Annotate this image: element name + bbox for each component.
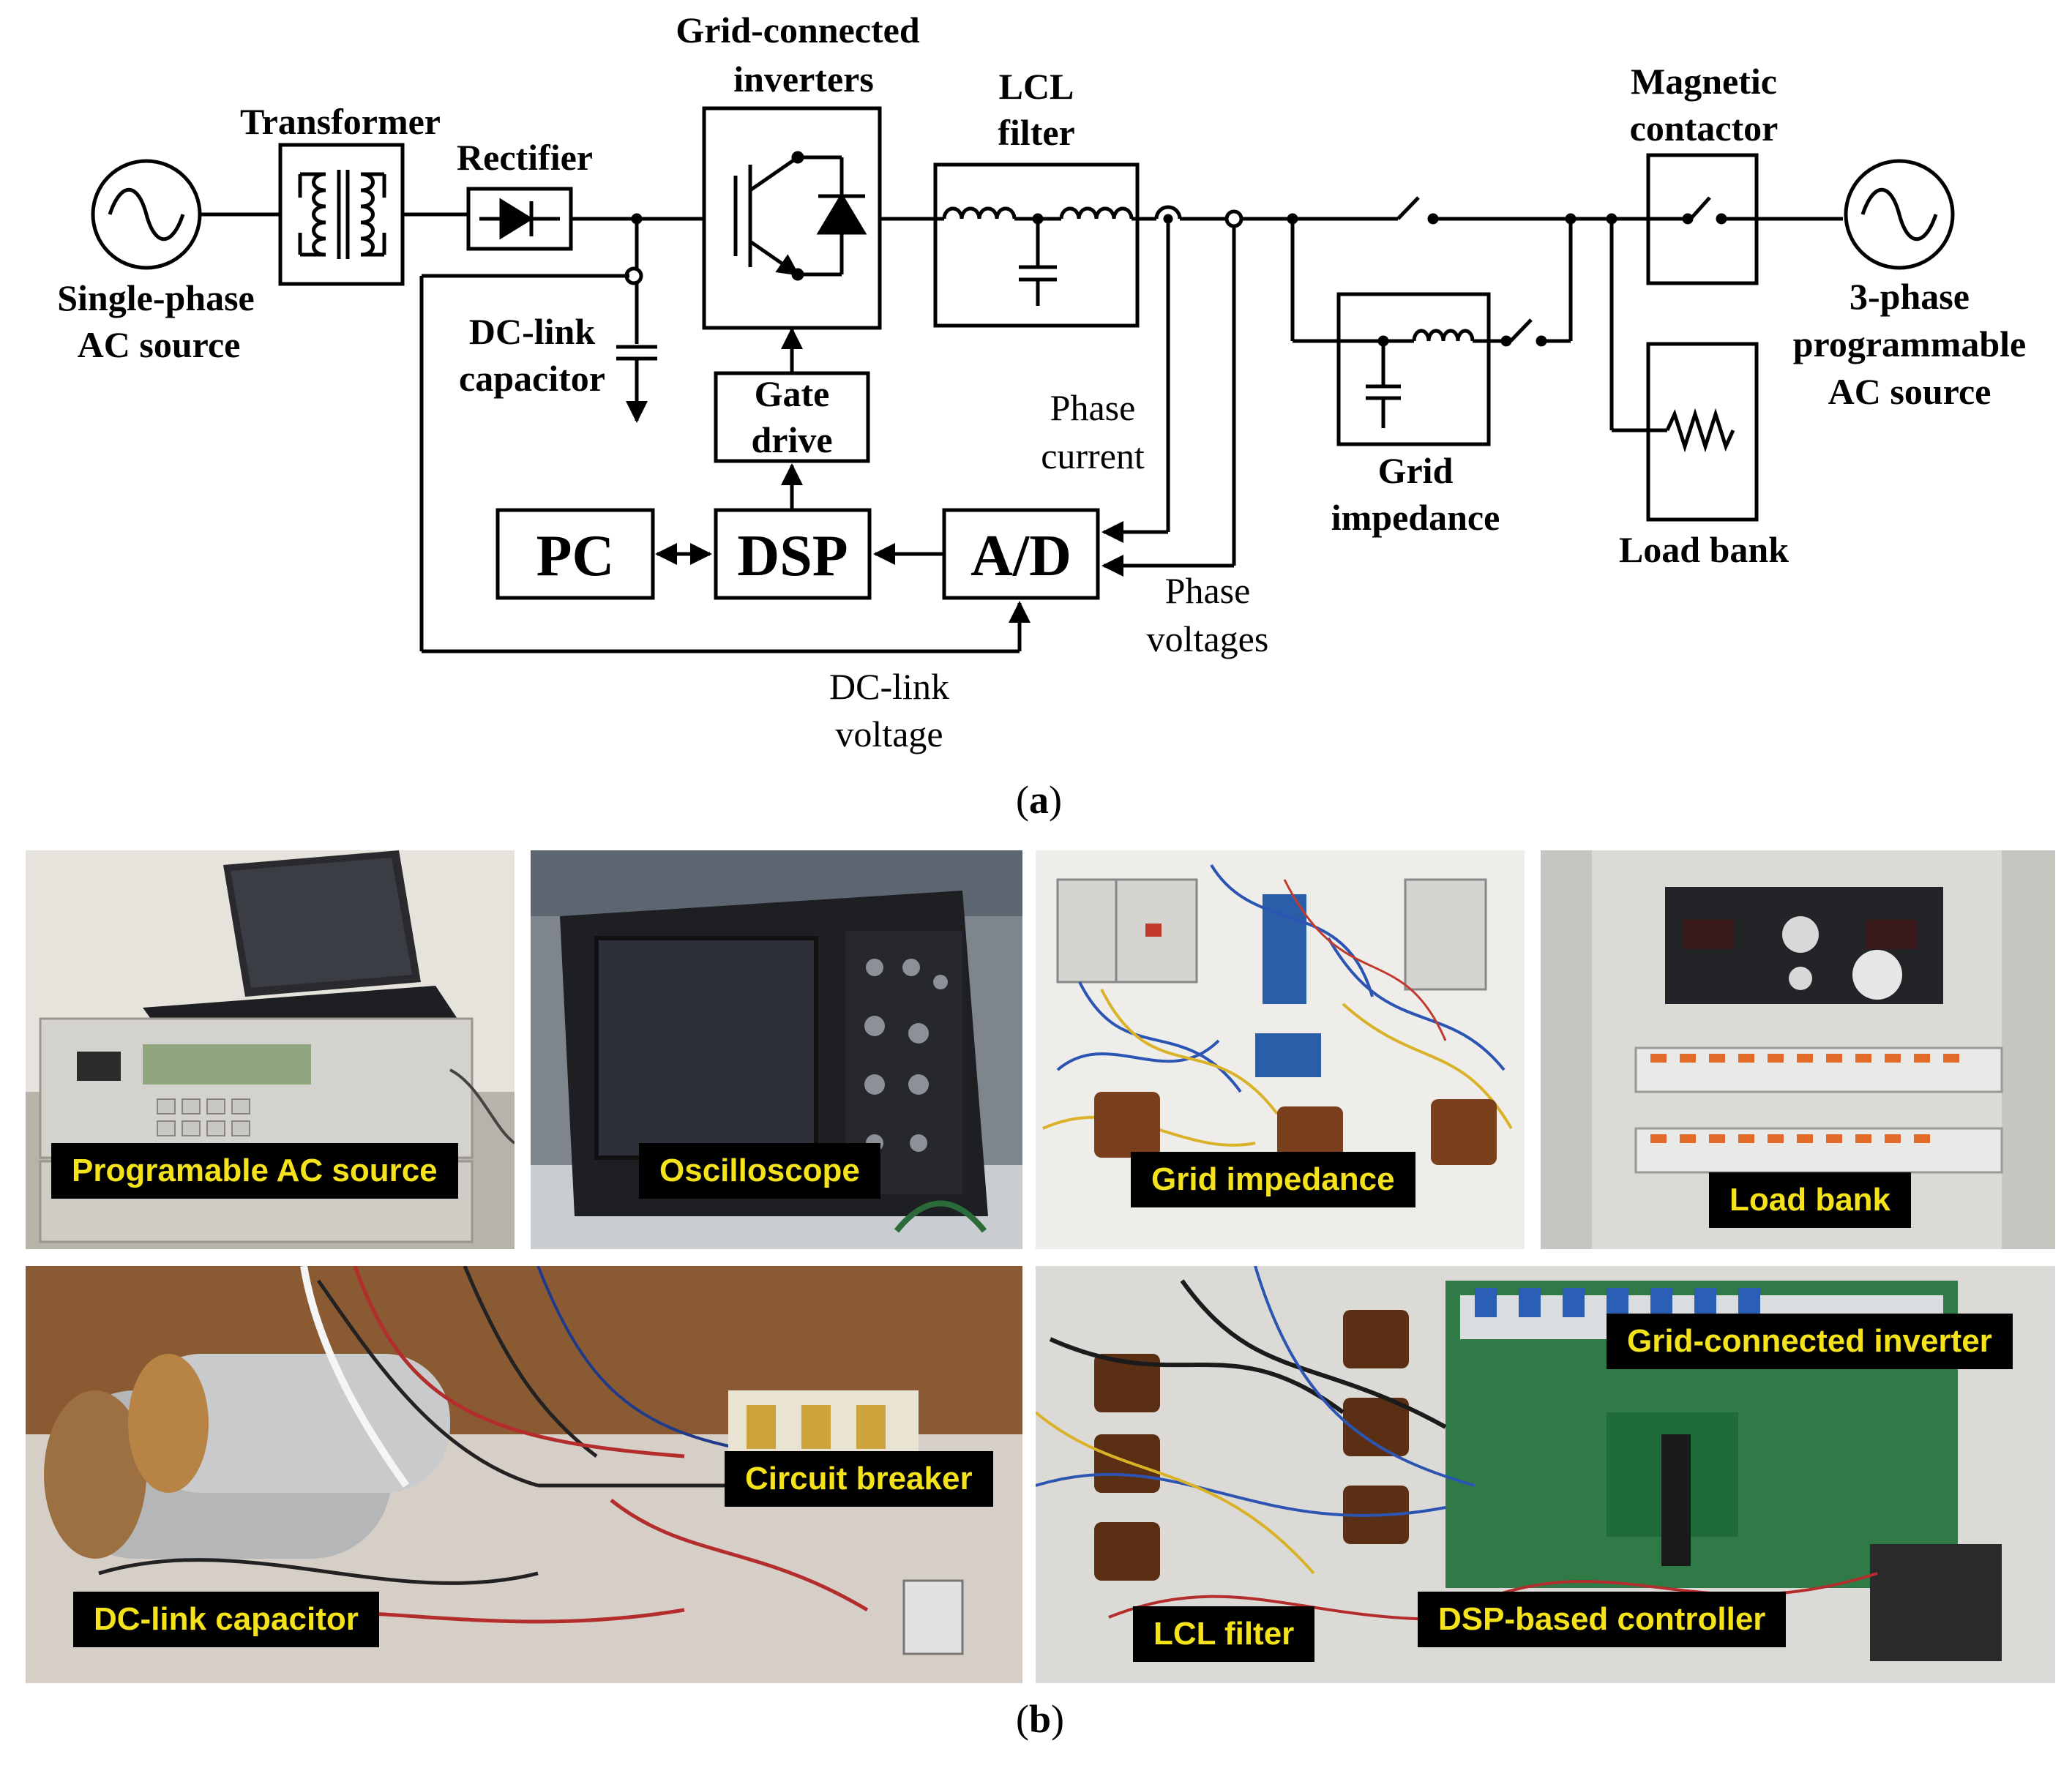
label-lcl-1: LCL (999, 66, 1074, 107)
label-inverters-1: Grid-connected (676, 10, 919, 50)
tag-circuit-breaker: Circuit breaker (725, 1451, 993, 1507)
label-phase-voltages-2: voltages (1147, 618, 1269, 659)
tag-load-bank: Load bank (1709, 1172, 1912, 1228)
label-inverters-2: inverters (733, 59, 874, 100)
lcl-filter-icon (933, 162, 1140, 328)
system-schematic: Single-phase AC source Transformer Recti… (57, 10, 2026, 754)
dclink-capacitor-icon (616, 345, 657, 423)
label-ad: A/D (970, 524, 1071, 588)
label-grid-imp-1: Grid (1378, 450, 1454, 491)
tag-dsp-controller: DSP-based controller (1418, 1592, 1787, 1647)
label-load-bank: Load bank (1619, 529, 1789, 570)
load-bank-icon (1646, 342, 1759, 522)
magnetic-contactor-icon (1646, 153, 1759, 285)
photo-oscilloscope: Oscilloscope (531, 850, 1022, 1249)
label-transformer: Transformer (240, 101, 441, 142)
label-phase-current-1: Phase (1050, 387, 1136, 428)
label-rectifier: Rectifier (457, 137, 593, 178)
label-contactor-1: Magnetic (1631, 61, 1777, 102)
label-pc: PC (536, 524, 615, 588)
transformer-icon (278, 143, 405, 286)
label-dclink-voltage-1: DC-link (829, 666, 949, 707)
label-lcl-2: filter (998, 112, 1074, 153)
label-dclink-cap-1: DC-link (469, 311, 595, 352)
tag-grid-connected-inverter: Grid-connected inverter (1607, 1314, 2013, 1369)
caption-a: (a) (1016, 778, 1062, 822)
photo-inverter-setup: Grid-connected inverter LCL filter DSP-b… (1036, 1266, 2055, 1683)
rectifier-icon (466, 187, 573, 251)
label-dsp: DSP (737, 524, 848, 588)
three-phase-source-icon (1844, 159, 1955, 270)
label-gate-2: drive (751, 419, 832, 460)
single-phase-source-icon (91, 159, 202, 270)
label-three-phase-1: 3-phase (1850, 276, 1970, 317)
label-gate-1: Gate (755, 373, 830, 414)
caption-b: (b) (1016, 1697, 1065, 1741)
grid-impedance-icon (1336, 292, 1491, 446)
tag-lcl-filter: LCL filter (1133, 1606, 1315, 1662)
photo-dclink-capacitor: DC-link capacitor Circuit breaker (26, 1266, 1022, 1683)
label-phase-voltages-1: Phase (1165, 570, 1251, 611)
label-contactor-2: contactor (1630, 108, 1779, 149)
tag-dclink-capacitor: DC-link capacitor (73, 1592, 379, 1647)
tag-grid-impedance: Grid impedance (1131, 1152, 1415, 1207)
label-dclink-cap-2: capacitor (459, 358, 605, 399)
label-three-phase-2: programmable (1793, 323, 2026, 364)
pc-block (495, 508, 655, 600)
label-dclink-voltage-2: voltage (835, 713, 943, 754)
tag-oscilloscope: Oscilloscope (639, 1143, 880, 1199)
photo-load-bank: Load bank (1541, 850, 2055, 1249)
label-grid-imp-2: impedance (1331, 497, 1500, 538)
igbt-inverter-icon (702, 106, 882, 330)
tag-ac-source: Programable AC source (51, 1143, 458, 1199)
label-three-phase-3: AC source (1828, 371, 1991, 412)
label-phase-current-2: current (1041, 435, 1145, 476)
label-single-phase-2: AC source (78, 324, 241, 365)
photo-ac-source: Programable AC source (26, 850, 515, 1249)
label-single-phase-1: Single-phase (57, 277, 255, 318)
photo-grid-impedance: Grid impedance (1036, 850, 1525, 1249)
